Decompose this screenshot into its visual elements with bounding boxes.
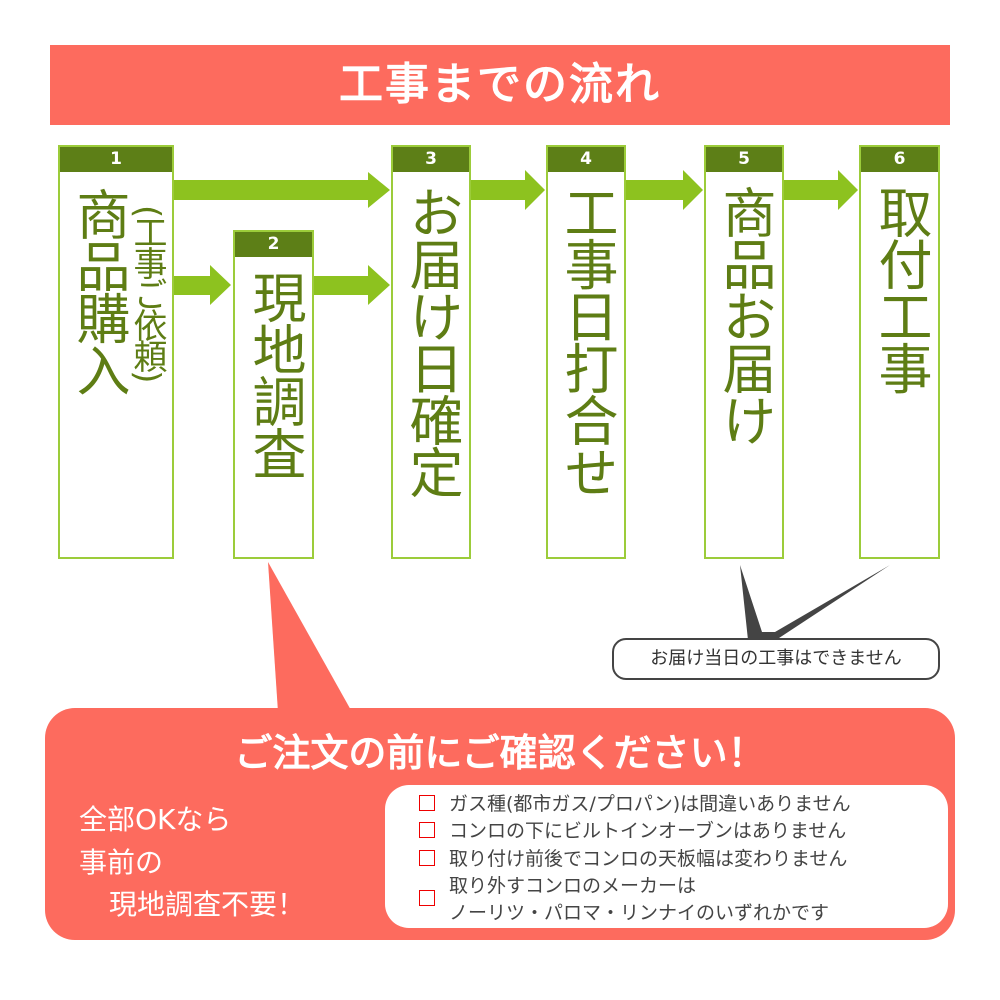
checklist-label: コンロの下にビルトインオーブンはありません bbox=[449, 820, 847, 842]
confirm-left-line: 事前の bbox=[79, 846, 164, 879]
step-label: お届け日確定 bbox=[400, 185, 463, 497]
checklist-item[interactable]: ガス種(都市ガス/プロパン)は間違いありません bbox=[419, 789, 851, 816]
checkbox[interactable] bbox=[419, 794, 435, 811]
checklist-label-line1: 取り外すコンロのメーカーは bbox=[449, 875, 697, 897]
checkbox[interactable] bbox=[419, 849, 435, 866]
arrow-4-5 bbox=[625, 170, 703, 210]
note-pointer bbox=[740, 565, 890, 640]
step-label: 工事日打合せ bbox=[555, 185, 618, 497]
arrow-3-4 bbox=[470, 170, 545, 210]
checklist-item[interactable]: コンロの下にビルトインオーブンはありません bbox=[419, 816, 846, 843]
checklist-label-line2: ノーリツ・パロマ・リンナイのいずれかです bbox=[449, 902, 830, 924]
step-3: 3 お届け日確定 bbox=[391, 145, 471, 559]
callout-pointer bbox=[268, 562, 352, 712]
step-sublabel: (工事ご依頼) bbox=[127, 205, 167, 381]
checklist-label: ガス種(都市ガス/プロパン)は間違いありません bbox=[449, 793, 851, 815]
step-number: 1 bbox=[60, 147, 172, 172]
step-number: 2 bbox=[235, 232, 312, 257]
checklist-label: 取り外すコンロのメーカーはノーリツ・パロマ・リンナイのいずれかです bbox=[449, 871, 829, 925]
confirm-title: ご注文の前にご確認ください！ bbox=[234, 731, 766, 775]
arrow-2-3 bbox=[313, 265, 390, 305]
step-number: 5 bbox=[706, 147, 782, 172]
step-6: 6 取付工事 bbox=[859, 145, 940, 559]
checkbox[interactable] bbox=[419, 890, 435, 906]
arrow-5-6 bbox=[783, 170, 858, 210]
checklist-item[interactable]: 取り外すコンロのメーカーはノーリツ・パロマ・リンナイのいずれかです bbox=[419, 871, 829, 925]
step-5: 5 商品お届け bbox=[704, 145, 784, 559]
checkbox[interactable] bbox=[419, 821, 435, 838]
step-label: 商品お届け bbox=[713, 185, 776, 445]
confirm-left-line: 現地調査不要！ bbox=[109, 888, 306, 921]
step-1: 1 商品購入 (工事ご依頼) bbox=[58, 145, 174, 559]
step-label: 現地調査 bbox=[243, 270, 306, 478]
step-4: 4 工事日打合せ bbox=[546, 145, 626, 559]
confirm-left-line: 全部OKなら bbox=[79, 803, 232, 836]
step-number: 3 bbox=[393, 147, 469, 172]
page-title: 工事までの流れ bbox=[50, 45, 950, 125]
step-2: 2 現地調査 bbox=[233, 230, 314, 559]
step-label: 取付工事 bbox=[869, 185, 932, 393]
arrow-1-3 bbox=[173, 172, 390, 208]
confirm-panel: ご注文の前にご確認ください！ 全部OKなら 事前の 現地調査不要！ ガス種(都市… bbox=[45, 708, 955, 940]
step-number: 4 bbox=[548, 147, 624, 172]
step-number: 6 bbox=[861, 147, 938, 172]
checklist-item[interactable]: 取り付け前後でコンロの天板幅は変わりません bbox=[419, 844, 847, 871]
arrow-1-2 bbox=[173, 265, 231, 305]
checklist-label: 取り付け前後でコンロの天板幅は変わりません bbox=[449, 848, 848, 870]
step-label: 商品購入 bbox=[67, 187, 130, 395]
checklist: ガス種(都市ガス/プロパン)は間違いありません コンロの下にビルトインオーブンは… bbox=[385, 785, 948, 928]
delivery-note: お届け当日の工事はできません bbox=[612, 638, 940, 680]
